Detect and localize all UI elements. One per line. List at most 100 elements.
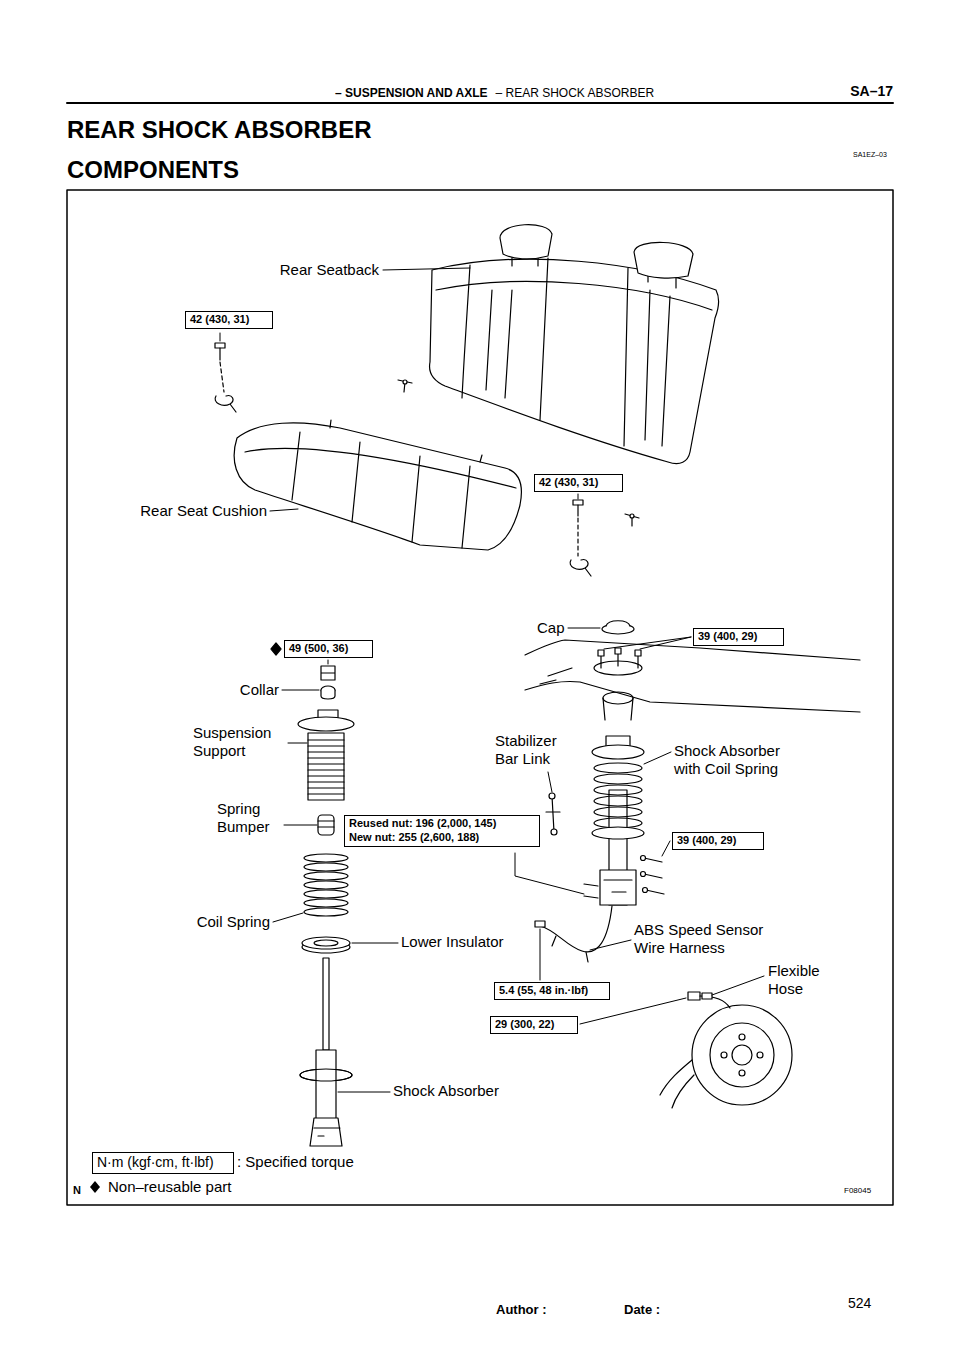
rear-seatback — [403, 380, 407, 384]
brake-drum — [757, 1052, 763, 1058]
torque-spec: 29 (300, 22) — [495, 1018, 573, 1032]
torque-spec: 42 (430, 31) — [190, 313, 268, 327]
flexible-hose — [688, 992, 700, 1000]
diamond-mark — [271, 643, 281, 655]
figure-frame — [67, 190, 893, 1205]
exploded-strut-parts — [304, 881, 348, 889]
rear-seatback — [625, 514, 639, 526]
torque-box: N·m (kgf·cm, ft·lbf) — [92, 1152, 234, 1174]
rear-seatback — [630, 514, 634, 518]
page-footer-text: N — [73, 1184, 81, 1197]
leader-line — [352, 943, 398, 944]
seat-bolt — [570, 560, 591, 576]
stabilizer-bar-link — [546, 793, 560, 835]
exploded-strut-parts — [298, 717, 354, 731]
shock-absorber-assembly — [641, 856, 646, 861]
legend-diamond — [90, 1181, 100, 1193]
rear-seat-cushion — [234, 420, 521, 550]
page-footer-text: 524 — [848, 1295, 871, 1312]
cap — [606, 621, 630, 626]
rear-seatback — [430, 259, 719, 463]
leader-line — [590, 940, 631, 950]
torque-spec: N·m (kgf·cm, ft·lbf) — [97, 1154, 229, 1172]
torque-box: 39 (400, 29) — [672, 832, 764, 850]
shock-absorber-assembly — [594, 785, 642, 795]
exploded-strut-parts — [304, 890, 348, 898]
exploded-strut-parts — [304, 899, 348, 907]
leader-line — [338, 1092, 390, 1093]
leader-line — [270, 509, 298, 511]
leader-line — [515, 853, 584, 894]
exploded-strut-parts — [304, 854, 348, 916]
torque-spec: New nut: 255 (2,600, 188) — [349, 831, 535, 845]
body-panel — [603, 698, 633, 720]
shock-absorber-assembly — [600, 870, 636, 905]
seat-bolt — [215, 333, 591, 576]
brake-drum — [732, 1045, 752, 1065]
part-name: Lower Insulator — [401, 933, 504, 951]
page-title: REAR SHOCK ABSORBER — [67, 116, 371, 145]
header-rule — [67, 102, 893, 104]
exploded-strut-parts — [310, 1118, 342, 1146]
leader-line — [604, 637, 691, 649]
seat-bolt — [220, 362, 224, 392]
exploded-strut-parts — [314, 1128, 340, 1136]
exploded-strut-parts — [318, 815, 334, 835]
torque-spec: 49 (500, 36) — [289, 642, 368, 656]
page-header-text: – SUSPENSION AND AXLE — [335, 86, 487, 100]
exploded-strut-parts — [304, 863, 348, 871]
flexible-hose — [702, 993, 712, 999]
torque-spec: 39 (400, 29) — [677, 834, 759, 848]
leader-line — [540, 929, 541, 980]
shock-absorber-assembly — [594, 807, 642, 817]
leader-line — [580, 998, 686, 1024]
rear-seatback — [500, 225, 552, 259]
part-name: Flexible Hose — [768, 962, 842, 998]
leader-line — [383, 268, 470, 270]
abs-wire-harness — [535, 906, 612, 962]
shock-absorber-assembly — [643, 888, 648, 893]
exploded-strut-parts — [314, 940, 338, 946]
seat-bolt — [577, 518, 578, 556]
leader-line — [288, 743, 307, 744]
stabilizer-bar-link — [551, 829, 557, 835]
rear-seat-cushion — [234, 423, 521, 550]
stabilizer-bar-link — [546, 811, 560, 812]
exploded-strut-parts — [321, 690, 335, 699]
part-name: Suspension Support — [193, 724, 285, 760]
body-panel — [540, 668, 572, 684]
torque-box: 42 (430, 31) — [185, 311, 273, 329]
seat-bolt — [577, 505, 578, 516]
mount-stud — [601, 654, 638, 668]
exploded-strut-parts — [302, 937, 350, 949]
shock-absorber-assembly — [594, 763, 642, 828]
body-panel — [525, 681, 860, 712]
shock-absorber-assembly — [592, 827, 644, 839]
brake-drum — [660, 1060, 694, 1108]
leader-line — [568, 628, 600, 629]
shock-absorber-assembly — [592, 745, 644, 759]
leader-line — [270, 268, 764, 1092]
torque-box: 49 (500, 36) — [284, 640, 373, 658]
flexible-hose — [688, 992, 730, 1008]
page-footer-text: Date : — [624, 1302, 660, 1318]
torque-spec: Reused nut: 196 (2,000, 145) — [349, 817, 535, 831]
page-header-text: COMPONENTS — [67, 156, 239, 185]
stabilizer-bar-link — [549, 793, 555, 799]
body-panel — [525, 640, 860, 720]
leader-line — [548, 772, 552, 792]
abs-wire-harness — [540, 906, 612, 952]
torque-box: 29 (300, 22) — [490, 1016, 578, 1034]
page-header-text: SA1EZ–03 — [853, 151, 887, 159]
illustration — [67, 103, 893, 1205]
exploded-strut-parts — [321, 666, 335, 680]
torque-spec: 39 (400, 29) — [698, 630, 779, 644]
part-name: Coil Spring — [197, 913, 270, 931]
legend-text: Non–reusable part — [108, 1178, 231, 1196]
exploded-strut-parts — [304, 854, 348, 862]
stabilizer-bar-link — [552, 796, 554, 832]
part-name: Spring Bumper — [217, 800, 281, 836]
diamond-mark — [271, 643, 281, 655]
leader-line — [712, 976, 764, 995]
